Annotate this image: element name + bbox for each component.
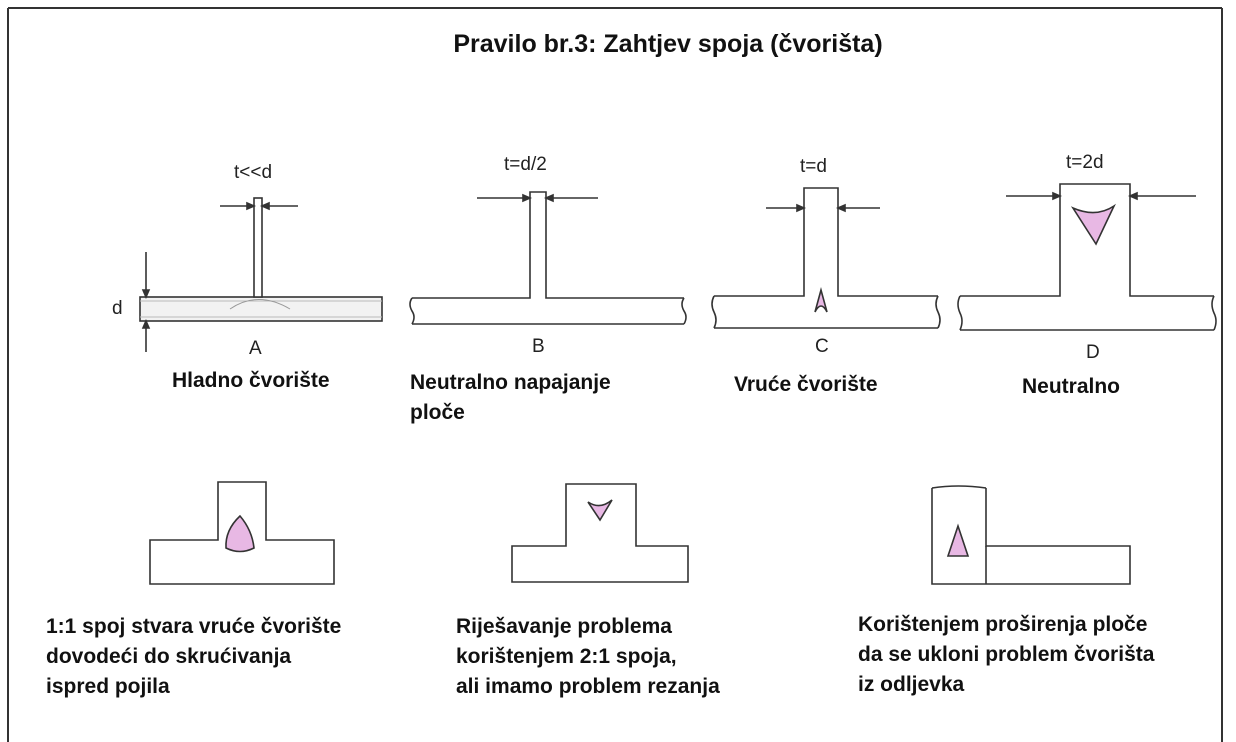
hot-spot-c	[814, 286, 828, 313]
caption-c: Vruće čvorište	[734, 373, 878, 396]
letter-a: A	[249, 338, 262, 359]
junction-a-diagram	[139, 197, 383, 352]
bottom-diagram-3	[931, 485, 1131, 585]
bottom-caption-2: Riješavanje problema korištenjem 2:1 spo…	[456, 615, 720, 698]
bottom-caption-1: 1:1 spoj stvara vruće čvorište dovodeći …	[46, 615, 342, 698]
page-title: Pravilo br.3: Zahtjev spoja (čvorišta)	[453, 30, 883, 58]
dim-label-a: t<<d	[234, 162, 273, 183]
letter-c: C	[815, 336, 829, 357]
hot-spot-b1	[225, 514, 255, 553]
dim-label-c: t=d	[800, 156, 827, 177]
letter-b: B	[532, 336, 545, 357]
dim-label-d: t=2d	[1066, 152, 1104, 173]
caption-a: Hladno čvorište	[172, 369, 330, 392]
hot-spot-b2	[587, 499, 613, 522]
bottom-diagram-2	[511, 483, 689, 583]
bottom-diagram-1	[149, 481, 335, 585]
junction-c-diagram	[711, 187, 941, 329]
letter-d: D	[1086, 342, 1100, 363]
dim-label-b: t=d/2	[504, 154, 547, 175]
caption-d: Neutralno	[1022, 375, 1121, 398]
junction-b-diagram	[409, 191, 687, 325]
hot-spot-b3	[946, 523, 970, 557]
caption-b: Neutralno napajanje ploče	[410, 371, 611, 424]
hot-spot-d	[1070, 203, 1116, 246]
d-dimension-label: d	[112, 298, 123, 319]
junction-d-diagram	[957, 183, 1217, 331]
bottom-caption-3: Korištenjem proširenja ploče da se uklon…	[858, 613, 1155, 696]
